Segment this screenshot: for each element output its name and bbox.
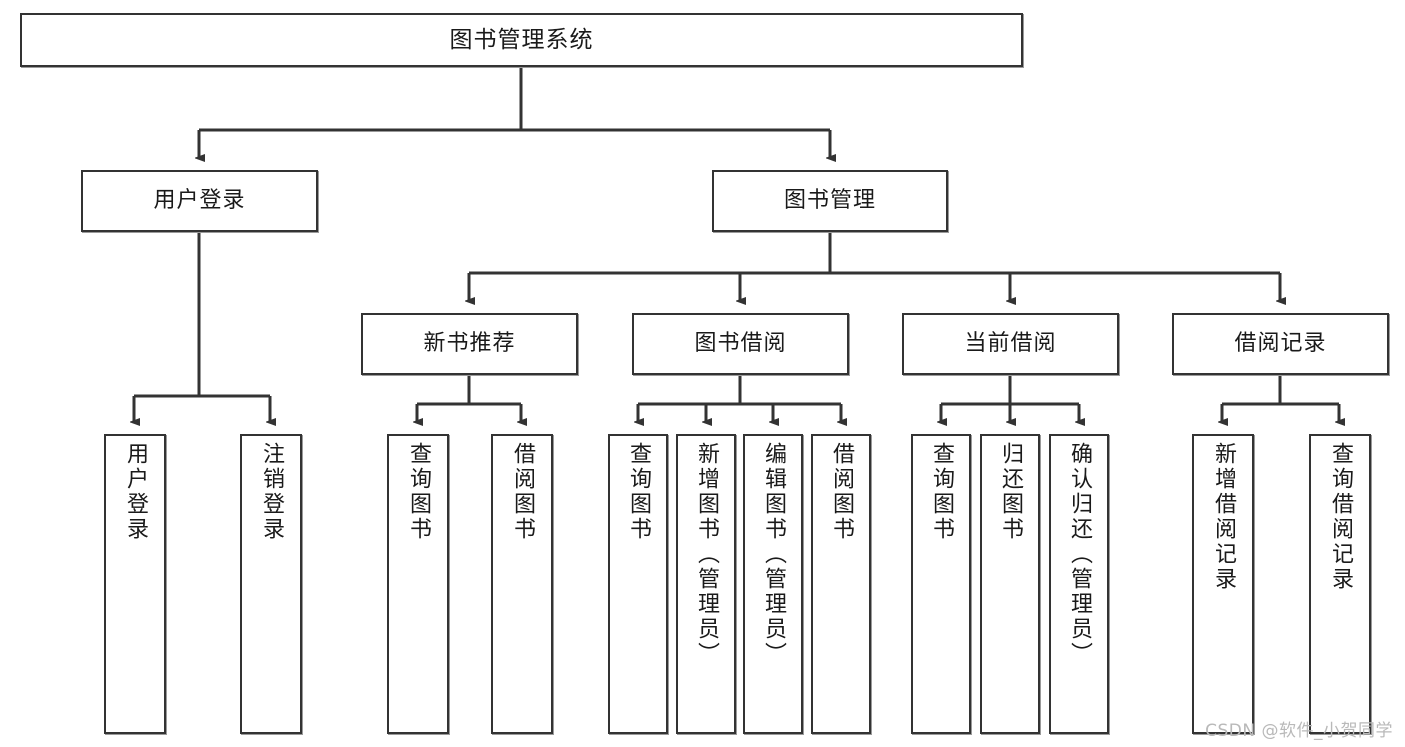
- leaf-current-borrow-confirm-return-admin[interactable]: 确认归还（管理员）: [1049, 434, 1109, 734]
- node-label: 图书管理系统: [449, 26, 594, 53]
- node-book-borrow[interactable]: 图书借阅: [632, 313, 849, 375]
- node-label: 新书推荐: [423, 331, 516, 357]
- leaf-user-login-login[interactable]: 用户登录: [104, 434, 166, 734]
- node-label: 注销登录: [259, 442, 284, 542]
- node-label: 确认归还（管理员）: [1067, 442, 1092, 667]
- node-label: 查询图书: [929, 442, 954, 542]
- node-label: 图书管理: [783, 188, 876, 214]
- node-label: 编辑图书（管理员）: [761, 442, 786, 667]
- node-label: 图书借阅: [694, 331, 787, 357]
- node-new-book-recommend[interactable]: 新书推荐: [361, 313, 578, 375]
- leaf-borrow-record-query-record[interactable]: 查询借阅记录: [1309, 434, 1371, 734]
- node-label: 查询借阅记录: [1328, 442, 1353, 592]
- node-root-system[interactable]: 图书管理系统: [20, 13, 1023, 67]
- node-current-borrow[interactable]: 当前借阅: [902, 313, 1119, 375]
- node-borrow-record[interactable]: 借阅记录: [1172, 313, 1389, 375]
- node-label: 借阅图书: [829, 442, 854, 542]
- leaf-current-borrow-query-book[interactable]: 查询图书: [911, 434, 971, 734]
- node-label: 当前借阅: [964, 331, 1057, 357]
- node-label: 归还图书: [998, 442, 1023, 542]
- node-label: 用户登录: [153, 188, 246, 214]
- node-label: 借阅图书: [510, 442, 535, 542]
- node-book-management[interactable]: 图书管理: [712, 170, 948, 232]
- leaf-new-book-query-book[interactable]: 查询图书: [387, 434, 449, 734]
- leaf-current-borrow-return-book[interactable]: 归还图书: [980, 434, 1040, 734]
- leaf-book-borrow-edit-book-admin[interactable]: 编辑图书（管理员）: [743, 434, 803, 734]
- leaf-book-borrow-add-book-admin[interactable]: 新增图书（管理员）: [676, 434, 736, 734]
- leaf-new-book-borrow-book[interactable]: 借阅图书: [491, 434, 553, 734]
- leaf-user-login-logout[interactable]: 注销登录: [240, 434, 302, 734]
- node-label: 新增借阅记录: [1211, 442, 1236, 592]
- node-label: 新增图书（管理员）: [694, 442, 719, 667]
- leaf-borrow-record-add-record[interactable]: 新增借阅记录: [1192, 434, 1254, 734]
- leaf-book-borrow-query-book[interactable]: 查询图书: [608, 434, 668, 734]
- node-label: 借阅记录: [1234, 331, 1327, 357]
- node-label: 用户登录: [123, 442, 148, 542]
- node-user-login[interactable]: 用户登录: [81, 170, 318, 232]
- leaf-book-borrow-borrow-book[interactable]: 借阅图书: [811, 434, 871, 734]
- node-label: 查询图书: [626, 442, 651, 542]
- node-label: 查询图书: [406, 442, 431, 542]
